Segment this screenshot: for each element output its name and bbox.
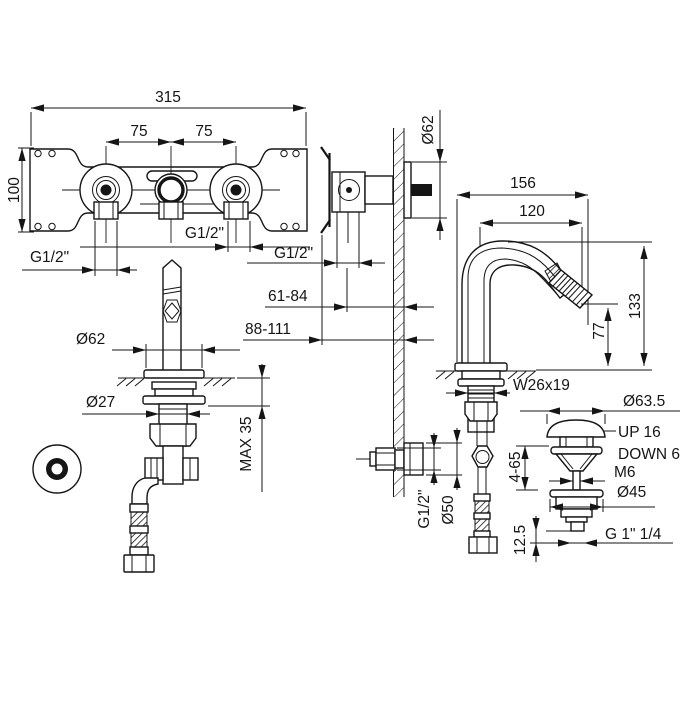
dim-drain-offset: 12.5 <box>512 525 529 555</box>
mounting-nuts <box>93 201 249 220</box>
spout-hose-nut <box>468 536 498 554</box>
dim-front-spacing-right: 75 <box>195 123 212 140</box>
dim-drain-cap: Ø63.5 <box>623 393 665 410</box>
nozzle-ribs <box>552 272 589 306</box>
label-drain-up: UP 16 <box>618 424 661 441</box>
body-barrel <box>364 175 394 205</box>
lock-flange <box>142 395 206 405</box>
dim-depth-to-thread: 61-84 <box>268 288 308 305</box>
outlet-hex-nipple <box>375 447 396 471</box>
dim-valve-escutcheon: Ø62 <box>76 331 105 348</box>
valve-locknut <box>149 423 197 447</box>
dim-side-escutcheon: Ø62 <box>420 115 437 144</box>
label-drain-down: DOWN 6 <box>618 446 680 463</box>
dim-outlet-thread: G1/2" <box>416 489 433 528</box>
hose-end-nut <box>123 554 155 573</box>
handle-top-view <box>32 444 82 494</box>
label-drain-screw: M6 <box>614 464 636 481</box>
drain-cap <box>546 419 606 438</box>
dim-front-thread-left: G1/2" <box>30 249 69 266</box>
side-view-inwall-body: Ø62 G1/2" 61-84 88-111 <box>243 110 447 345</box>
dim-side-thread: G1/2" <box>274 245 313 262</box>
spout-nozzle <box>547 269 594 309</box>
dim-drain-clamp-range: 4-65 <box>507 451 524 482</box>
valve-rosette-center <box>154 173 188 207</box>
dim-spout-shank-thread: W26x19 <box>513 377 570 394</box>
spout-side-view: 156 120 133 77 <box>435 175 652 554</box>
tee-body <box>162 445 184 485</box>
valve-rosette-left <box>79 163 133 217</box>
drain-outlet-stub <box>570 521 585 532</box>
drain-stem <box>572 470 581 491</box>
drain-cone <box>554 453 599 472</box>
dim-drain-flange: Ø45 <box>617 484 646 501</box>
front-view-mounting-bracket: 315 75 75 100 <box>6 89 310 276</box>
wall-outlet-view: G1/2" Ø50 <box>356 428 462 529</box>
valve-escutcheon-plate <box>143 369 205 379</box>
dim-front-height: 100 <box>6 177 23 203</box>
supply-stub <box>411 184 432 196</box>
valve-section-view: Ø62 Ø27 MAX 35 <box>76 259 270 573</box>
spout-tube <box>461 240 575 366</box>
dim-outlet-escutcheon: Ø50 <box>440 495 457 525</box>
flex-hose-braid <box>130 511 148 527</box>
dim-spout-outlet-height: 77 <box>591 322 608 339</box>
outlet-body <box>403 442 424 476</box>
screw-holes <box>34 149 300 231</box>
dim-drain-thread: G 1" 1/4 <box>605 526 662 543</box>
drain-lower-flange <box>549 489 604 498</box>
dim-depth-to-bracket: 88-111 <box>245 321 291 338</box>
spout-locknut <box>464 401 498 422</box>
spout-escutcheon <box>454 362 508 372</box>
dim-valve-shank: Ø27 <box>86 394 115 411</box>
spout-hose-braid <box>474 500 490 514</box>
drain-upper-flange <box>550 446 603 455</box>
dim-valve-max-deck: MAX 35 <box>238 416 255 471</box>
deck-hatch-spout <box>435 371 536 380</box>
elbow <box>131 477 159 505</box>
dim-front-spacing-left: 75 <box>130 123 147 140</box>
dim-spout-reach: 120 <box>519 203 545 220</box>
wall-flange <box>403 161 412 219</box>
wall-section <box>393 128 405 497</box>
deck-hatch <box>116 378 232 387</box>
dim-spout-height: 133 <box>627 293 644 319</box>
pop-up-drain-view: Ø63.5 Ø45 4-65 12.5 <box>507 393 680 562</box>
dim-front-width: 315 <box>155 89 181 106</box>
dim-front-thread-right: G1/2" <box>185 225 224 242</box>
dim-spout-reach-total: 156 <box>510 175 536 192</box>
